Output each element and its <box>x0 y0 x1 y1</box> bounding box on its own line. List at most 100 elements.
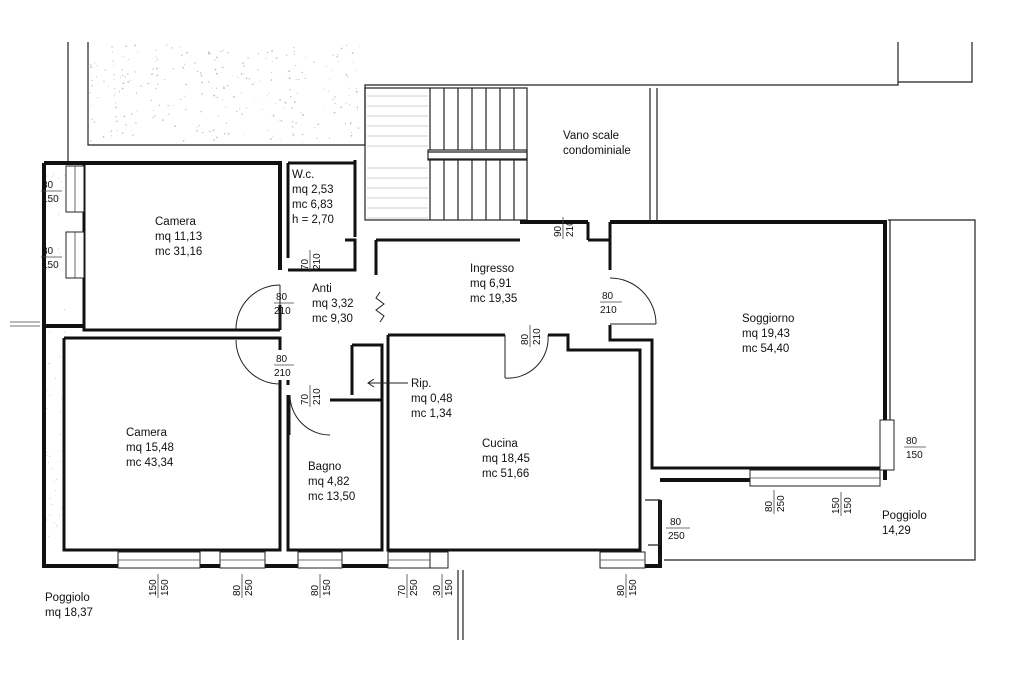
camera2-area: mq 15,48 <box>126 442 174 454</box>
cucina-volume: mc 51,66 <box>482 468 529 480</box>
room-label-wc: W.c. mq 2,53 mc 6,83 h = 2,70 <box>292 169 334 226</box>
dim-height: 210 <box>312 253 323 270</box>
dim-win-camera1-b: 80 150 <box>41 246 62 271</box>
dim-width: 90 <box>553 225 564 237</box>
dim-width: 80 <box>616 584 627 596</box>
soggiorno-name: Soggiorno <box>742 313 794 325</box>
soggiorno-volume: mc 54,40 <box>742 343 789 355</box>
dim-width: 80 <box>42 180 54 191</box>
dim-height: 150 <box>322 579 333 596</box>
dim-height: 210 <box>274 368 291 379</box>
room-label-bagno: Bagno mq 4,82 mc 13,50 <box>308 461 355 503</box>
ingresso-volume: mc 19,35 <box>470 293 517 305</box>
dim-height: 210 <box>565 220 576 237</box>
dim-width: 80 <box>276 292 288 303</box>
dim-win-camera1-a: 80 150 <box>41 180 62 205</box>
camera1-volume: mc 31,16 <box>155 246 202 258</box>
dim-bottom-3: 80 150 <box>310 574 333 598</box>
anti-volume: mc 9,30 <box>312 313 353 325</box>
dim-height: 210 <box>532 328 543 345</box>
dim-width: 70 <box>300 258 311 270</box>
bagno-name: Bagno <box>308 461 341 473</box>
label-poggiolo-left: Poggiolo mq 18,37 <box>45 592 93 619</box>
camera1-area: mq 11,13 <box>155 231 202 243</box>
dim-height: 150 <box>42 260 59 271</box>
bagno-area: mq 4,82 <box>308 476 350 488</box>
dim-width: 80 <box>310 584 321 596</box>
dim-win-cucina-side: 80 250 <box>666 517 690 542</box>
poggiolo-right-name: Poggiolo <box>882 510 927 522</box>
rip-name: Rip. <box>411 378 431 390</box>
dim-door-entry: 90 210 <box>553 217 576 239</box>
stairwell <box>364 87 528 221</box>
dim-width: 70 <box>300 393 311 405</box>
room-label-anti: Anti mq 3,32 mc 9,30 <box>312 283 354 325</box>
wc-name: W.c. <box>292 169 314 181</box>
ingresso-area: mq 6,91 <box>470 278 512 290</box>
room-label-camera2: Camera mq 15,48 mc 43,34 <box>126 427 174 469</box>
label-vano-scale: Vano scale condominiale <box>563 130 631 157</box>
dim-width: 80 <box>906 436 918 447</box>
camera1-name: Camera <box>155 216 197 228</box>
anti-area: mq 3,32 <box>312 298 354 310</box>
room-label-ingresso: Ingresso mq 6,91 mc 19,35 <box>470 263 517 305</box>
room-label-soggiorno: Soggiorno mq 19,43 mc 54,40 <box>742 313 794 355</box>
bagno-volume: mc 13,50 <box>308 491 355 503</box>
stair-treads <box>367 88 515 220</box>
dim-width: 70 <box>397 584 408 596</box>
poggiolo-left-name: Poggiolo <box>45 592 90 604</box>
wc-volume: mc 6,83 <box>292 199 333 211</box>
rip-area: mq 0,48 <box>411 393 453 405</box>
dim-bottom-5: 30 150 <box>432 574 455 598</box>
dim-height: 210 <box>274 306 291 317</box>
dim-bottom-2: 80 250 <box>232 574 255 598</box>
dim-height: 250 <box>776 495 787 512</box>
exterior-walls <box>42 161 887 568</box>
dim-height: 210 <box>312 388 323 405</box>
wc-height: h = 2,70 <box>292 214 334 226</box>
dim-width: 80 <box>670 517 682 528</box>
hatch-texture <box>44 44 361 537</box>
camera2-volume: mc 43,34 <box>126 457 174 469</box>
dim-width: 150 <box>148 579 159 596</box>
dim-door-bagno: 70 210 <box>300 385 323 407</box>
dim-width: 80 <box>764 500 775 512</box>
room-label-rip: Rip. mq 0,48 mc 1,34 <box>411 378 453 420</box>
dim-height: 150 <box>843 497 854 514</box>
room-label-camera1: Camera mq 11,13 mc 31,16 <box>155 216 202 258</box>
dim-height: 150 <box>628 579 639 596</box>
poggiolo-left-area: mq 18,37 <box>45 607 93 619</box>
dim-win-soggiorno-bottom-a: 80 250 <box>764 490 787 514</box>
dim-height: 250 <box>244 579 255 596</box>
vano-scale-line2: condominiale <box>563 145 631 157</box>
dim-height: 210 <box>600 305 617 316</box>
dim-width: 80 <box>520 333 531 345</box>
dim-door-cucina: 80 210 <box>520 325 543 347</box>
dim-door-soggiorno: 80 210 <box>600 291 622 316</box>
dim-door-wc: 70 210 <box>300 250 323 272</box>
ingresso-name: Ingresso <box>470 263 514 275</box>
poggiolo-right-area: 14,29 <box>882 525 911 537</box>
dim-win-soggiorno-bottom-b: 150 150 <box>831 492 854 516</box>
dim-height: 250 <box>668 531 685 542</box>
soggiorno-area: mq 19,43 <box>742 328 790 340</box>
dim-width: 80 <box>42 246 54 257</box>
dim-win-soggiorno-right: 80 150 <box>904 436 926 461</box>
dim-height: 150 <box>444 579 455 596</box>
door-swings <box>235 277 657 436</box>
cucina-name: Cucina <box>482 438 518 450</box>
camera2-name: Camera <box>126 427 168 439</box>
dim-height: 150 <box>906 450 923 461</box>
dim-bottom-4: 70 250 <box>397 574 420 598</box>
dim-bottom-1: 150 150 <box>148 574 171 598</box>
dim-height: 150 <box>160 579 171 596</box>
dim-door-camera2: 80 210 <box>274 354 294 379</box>
rip-volume: mc 1,34 <box>411 408 453 420</box>
dim-bottom-6: 80 150 <box>616 574 639 598</box>
dim-height: 250 <box>409 579 420 596</box>
dim-height: 150 <box>42 194 59 205</box>
cucina-area: mq 18,45 <box>482 453 530 465</box>
wc-area: mq 2,53 <box>292 184 334 196</box>
room-label-cucina: Cucina mq 18,45 mc 51,66 <box>482 438 530 480</box>
